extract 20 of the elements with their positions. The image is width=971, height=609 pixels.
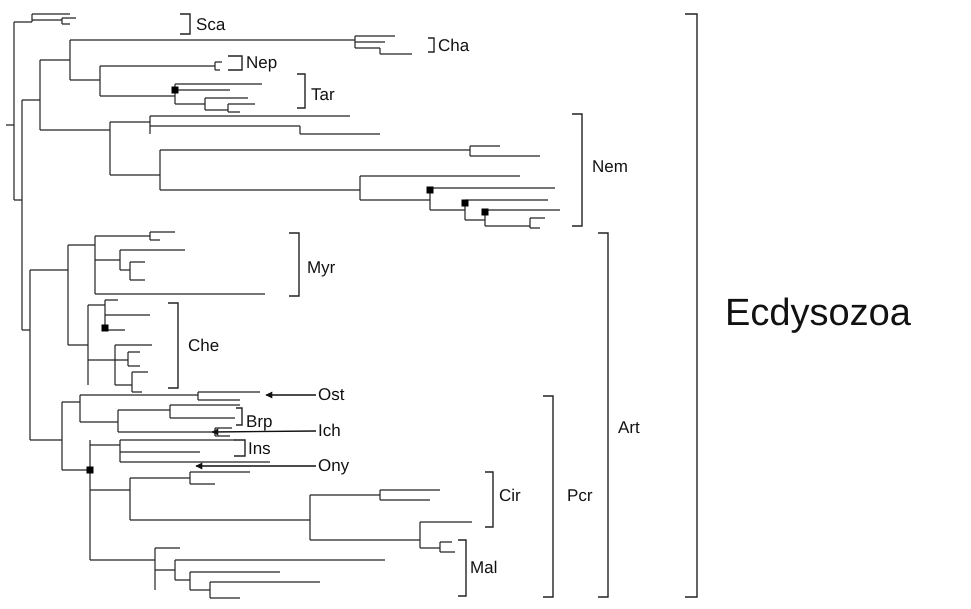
taxon-label: Ony xyxy=(318,456,350,476)
clade-label: Tar xyxy=(311,84,335,105)
clade-label: Art xyxy=(618,417,640,438)
clade-label: Che xyxy=(188,335,220,356)
clade-label: Sca xyxy=(196,14,226,35)
clade-label: Brp xyxy=(246,411,272,432)
clade-label: Nem xyxy=(592,156,628,177)
clade-label: Ins xyxy=(248,438,271,459)
clade-label: Mal xyxy=(470,557,498,578)
taxon-label: Ost xyxy=(318,385,344,405)
clade-label: Myr xyxy=(307,257,336,278)
clade-label: Pcr xyxy=(567,485,592,506)
taxon-label: Ich xyxy=(318,421,341,441)
clade-label: Cha xyxy=(438,35,470,56)
arrow xyxy=(265,392,316,398)
arrow xyxy=(195,462,316,470)
arrow xyxy=(211,428,316,436)
clade-label: Ecdysozoa xyxy=(725,292,911,334)
clade-label: Cir xyxy=(499,485,521,506)
clade-label: Nep xyxy=(246,52,278,73)
